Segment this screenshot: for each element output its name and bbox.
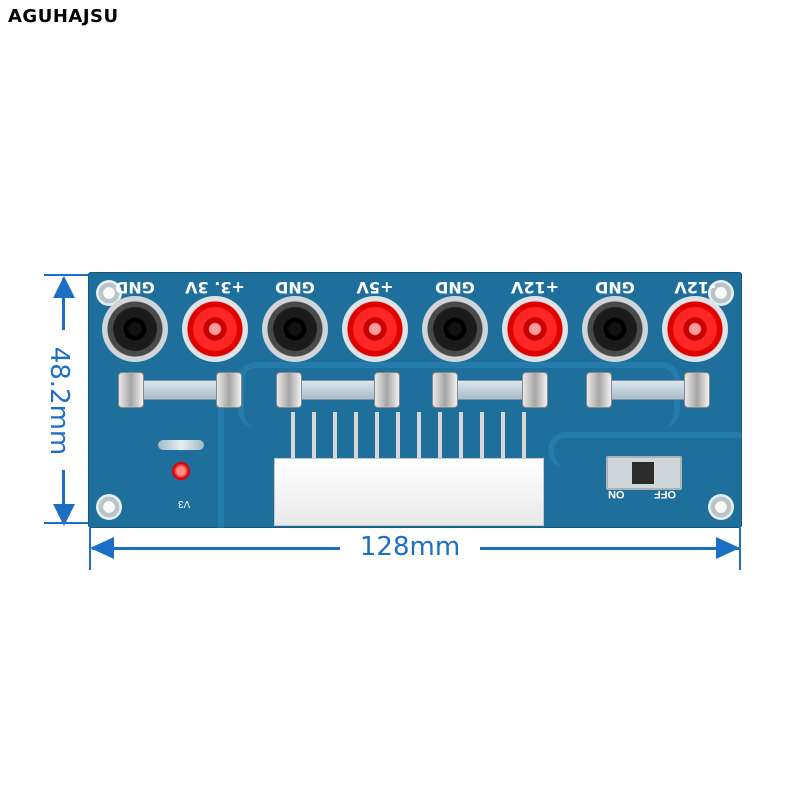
binding-post-3v3[interactable]	[182, 296, 248, 362]
switch-knob[interactable]	[632, 462, 654, 484]
terminal-label: +12V	[510, 278, 560, 297]
binding-post-5v[interactable]	[342, 296, 408, 362]
pcb-trace	[218, 382, 304, 528]
terminal-label: GND	[435, 278, 475, 297]
width-label: 128mm	[359, 532, 461, 562]
mounting-hole	[708, 494, 734, 520]
width-arrow-left	[90, 537, 114, 559]
switch-label-off: OFF	[654, 488, 676, 500]
terminal-label: +3. 3V	[185, 278, 245, 297]
brand-watermark: AGUHAJSU	[8, 6, 119, 27]
height-arrow-top	[53, 276, 75, 298]
mounting-hole	[96, 494, 122, 520]
binding-post-gnd[interactable]	[262, 296, 328, 362]
connector-housing	[274, 458, 544, 526]
terminal-label: GND	[115, 278, 155, 297]
terminal-label: -12V	[674, 278, 716, 297]
height-label: 48.2mm	[44, 346, 74, 456]
height-arrow-bottom	[53, 504, 75, 526]
terminal-label: GND	[595, 278, 635, 297]
glass-fuse	[276, 372, 400, 408]
height-tick-bottom	[44, 522, 90, 524]
atx-24pin-connector[interactable]	[274, 412, 544, 526]
width-arrow-right	[716, 537, 740, 559]
terminal-label: GND	[275, 278, 315, 297]
binding-post-gnd[interactable]	[102, 296, 168, 362]
height-tick-top	[44, 274, 90, 276]
resistor	[158, 440, 204, 450]
connector-pins	[282, 412, 536, 464]
power-led	[172, 462, 190, 480]
glass-fuse	[118, 372, 242, 408]
glass-fuse	[432, 372, 548, 408]
width-tick-right	[739, 528, 741, 570]
binding-post-neg12v[interactable]	[662, 296, 728, 362]
atx-breakout-board: GND +3. 3V GND +5V GND +12V GND -12V V3 …	[88, 272, 742, 528]
binding-post-gnd[interactable]	[422, 296, 488, 362]
binding-post-gnd[interactable]	[582, 296, 648, 362]
pcb-trace	[548, 432, 742, 468]
glass-fuse	[586, 372, 710, 408]
terminal-label: +5V	[356, 278, 394, 297]
width-tick-left	[89, 528, 91, 570]
pcb-marking: V3	[178, 498, 191, 509]
binding-post-12v[interactable]	[502, 296, 568, 362]
switch-label-on: ON	[608, 488, 625, 500]
power-switch[interactable]	[606, 456, 682, 490]
